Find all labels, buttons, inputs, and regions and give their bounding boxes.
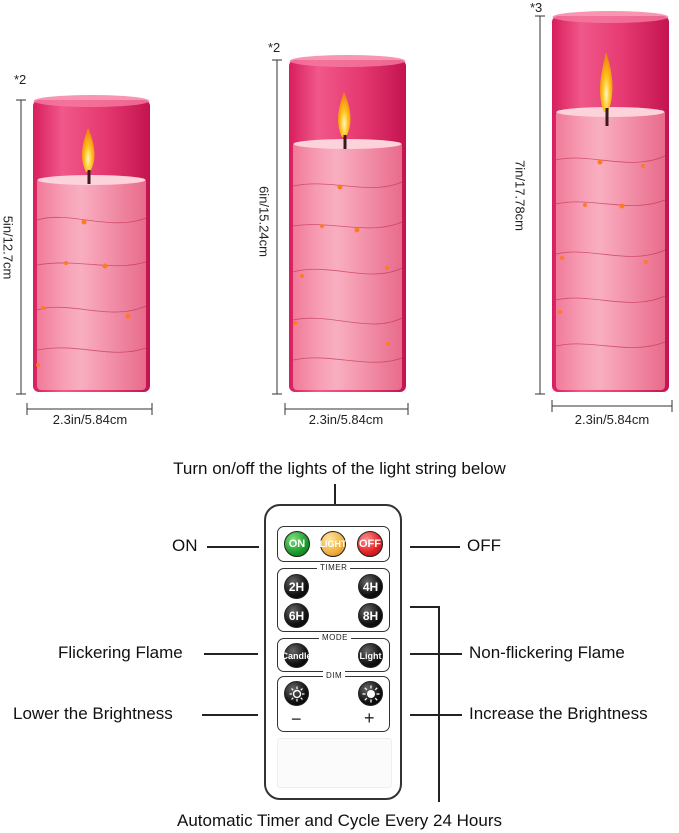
dim-group: DIM − + <box>277 671 390 732</box>
quantity-label: *2 <box>268 40 281 55</box>
dim-label: DIM <box>323 671 346 680</box>
minus-label: − <box>291 709 302 729</box>
dim-up-button[interactable] <box>358 681 383 706</box>
callout-line <box>202 714 258 716</box>
callout-off: OFF <box>467 536 501 555</box>
callout-line <box>410 714 462 716</box>
plus-label: + <box>364 708 375 728</box>
timer-label: TIMER <box>317 563 351 572</box>
candle-medium <box>289 55 406 392</box>
power-group: ON LIGHT OFF <box>277 526 390 562</box>
callout-bottom: Automatic Timer and Cycle Every 24 Hours <box>176 811 502 830</box>
on-button[interactable]: ON <box>284 531 310 557</box>
timer-2h-button[interactable]: 2H <box>284 574 309 599</box>
callout-on: ON <box>172 536 198 555</box>
timer-8h-button[interactable]: 8H <box>358 603 383 628</box>
flame-icon <box>600 52 613 112</box>
callout-top: Turn on/off the lights of the light stri… <box>173 459 506 478</box>
dimension-lines <box>16 15 673 415</box>
callout-line <box>410 606 439 608</box>
height-label: 6in/15.24cm <box>256 186 272 257</box>
flame-icon <box>82 128 95 172</box>
width-label: 2.3in/5.84cm <box>574 412 650 427</box>
remote-body-lower <box>277 738 392 788</box>
candle-mode-button[interactable]: Candle <box>282 643 312 668</box>
callout-flicker: Flickering Flame <box>58 643 183 662</box>
callout-non-flicker: Non-flickering Flame <box>469 643 625 662</box>
callout-line <box>438 606 440 802</box>
timer-6h-button[interactable]: 6H <box>284 603 309 628</box>
callout-line <box>207 546 259 548</box>
timer-group: TIMER 2H 4H 6H 8H <box>277 563 390 632</box>
light-string-button[interactable]: LIGHT <box>320 531 347 557</box>
callout-line <box>410 653 462 655</box>
width-label: 2.3in/5.84cm <box>52 412 128 427</box>
sun-filled-icon <box>362 685 379 702</box>
callout-line <box>334 484 336 504</box>
callout-increase: Increase the Brightness <box>469 704 648 723</box>
candle-small <box>33 95 150 392</box>
remote-control: ON LIGHT OFF TIMER 2H 4H 6H 8H MODE Cand… <box>264 504 402 800</box>
callout-line <box>410 546 460 548</box>
quantity-label: *2 <box>14 72 27 87</box>
light-mode-button[interactable]: Light <box>358 643 383 668</box>
off-button[interactable]: OFF <box>357 531 383 557</box>
mode-group: MODE Candle Light <box>277 633 390 672</box>
height-label: 5in/12.7cm <box>0 215 16 280</box>
dim-down-button[interactable] <box>284 681 309 706</box>
flame-icon <box>338 92 351 137</box>
sun-outline-icon <box>289 686 304 701</box>
timer-4h-button[interactable]: 4H <box>358 574 383 599</box>
height-label: 7in/17.78cm <box>512 160 528 231</box>
callout-line <box>204 653 258 655</box>
callout-lower: Lower the Brightness <box>13 704 173 723</box>
candle-large <box>552 11 669 392</box>
candles-illustration <box>16 11 673 415</box>
mode-label: MODE <box>319 633 351 642</box>
quantity-label: *3 <box>530 0 543 15</box>
width-label: 2.3in/5.84cm <box>308 412 384 427</box>
